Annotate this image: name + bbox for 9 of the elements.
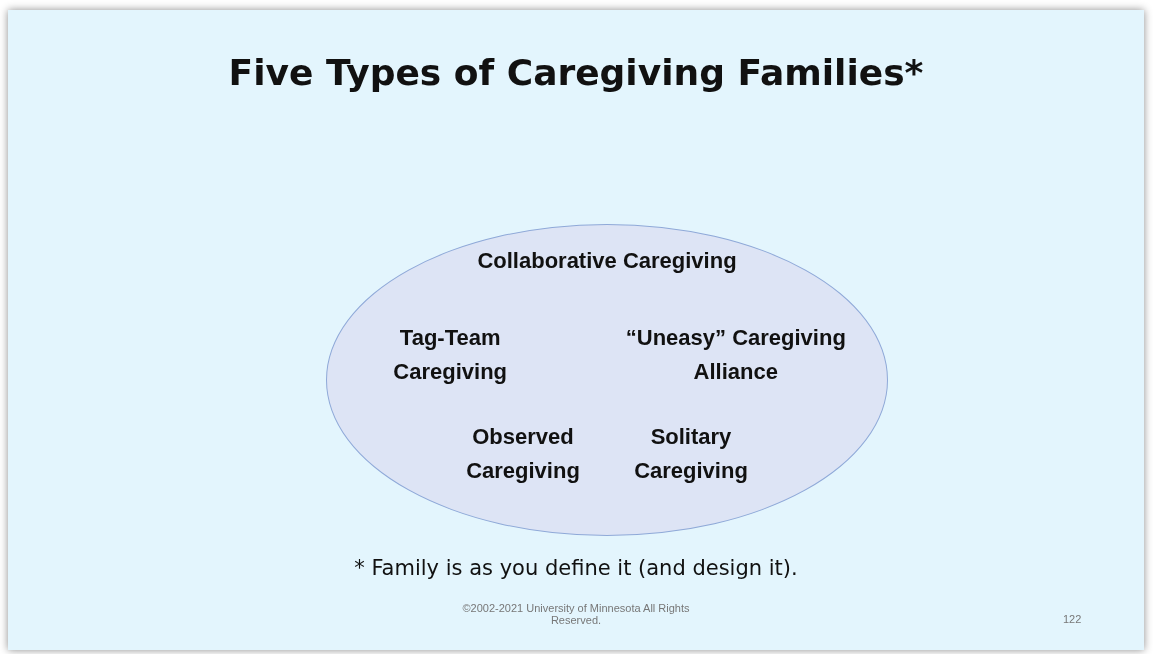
footnote: * Family is as you define it (and design it).: [353, 556, 799, 580]
category-label: Collaborative Caregiving: [476, 246, 738, 275]
page-number: 122: [1063, 613, 1082, 625]
category-label: Observed Caregiving: [465, 423, 581, 486]
category-label: “Uneasy” Caregiving Alliance: [624, 324, 847, 387]
category-label: Solitary Caregiving: [633, 423, 749, 486]
category-label: Tag-Team Caregiving: [392, 324, 509, 387]
slide-title: Five Types of Caregiving Families*: [227, 52, 925, 93]
copyright-notice: ©2002-2021 University of Minnesota All Rights Reserved.: [461, 602, 691, 626]
